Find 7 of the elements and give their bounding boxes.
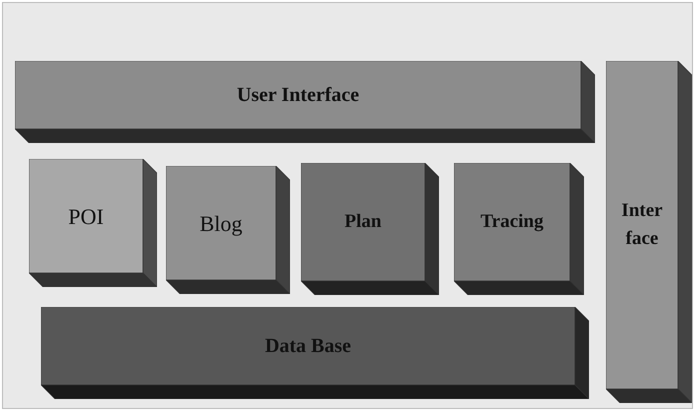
block-label: POI bbox=[68, 202, 104, 230]
block-label: Data Base bbox=[264, 334, 352, 359]
block-label: Plan bbox=[344, 210, 382, 234]
block-label: Blog bbox=[200, 210, 242, 238]
block-label: Inter face bbox=[620, 198, 664, 251]
block-label: Tracing bbox=[480, 210, 544, 234]
block-label: User Interface bbox=[236, 83, 360, 108]
